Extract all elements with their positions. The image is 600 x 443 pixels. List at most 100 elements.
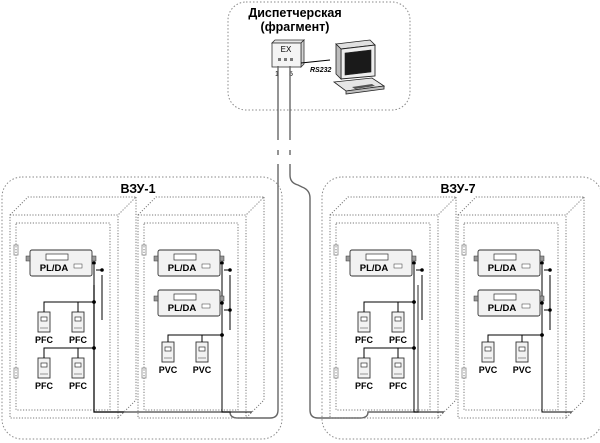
sensor-pvc: PVC xyxy=(479,341,498,375)
ex-converter: EX 1 5 xyxy=(271,39,305,78)
mount-tab xyxy=(411,255,417,262)
controller-label: PL/DA xyxy=(488,303,517,314)
computer-workstation xyxy=(332,39,386,95)
door-hinge xyxy=(461,367,467,379)
trunk-cable-5-lower xyxy=(289,164,419,419)
sensor-body xyxy=(195,341,209,363)
cabinet-outline xyxy=(457,196,586,419)
cabinet-door xyxy=(335,222,431,411)
trunk-cable-1-lower xyxy=(93,164,279,419)
sensor-pvc: PVC xyxy=(159,341,178,375)
controller-display xyxy=(173,293,197,301)
door-hinge xyxy=(141,367,147,379)
cabinet-bus-exit xyxy=(541,405,572,413)
group-frame xyxy=(1,176,283,440)
sensor-body xyxy=(391,311,405,333)
sensor-display xyxy=(74,362,82,368)
sensor-pfc: PFC xyxy=(355,311,374,345)
sensor-pfc: PFC xyxy=(35,357,54,391)
sensor-body xyxy=(481,341,495,363)
cabinet-2: PL/DA PL/DA PVC PVC xyxy=(137,196,266,419)
door-hinge xyxy=(333,244,339,256)
controller-display xyxy=(493,293,517,301)
sensor-link xyxy=(521,334,542,342)
controller-pl-da: PL/DA xyxy=(153,289,225,317)
cabinet-outline xyxy=(9,196,138,419)
controller-pl-da: PL/DA xyxy=(345,249,417,277)
sensor-label: PFC xyxy=(355,335,374,345)
mount-tab xyxy=(219,255,225,262)
sensor-body xyxy=(71,357,85,379)
sensor-pfc: PFC xyxy=(389,311,408,345)
controller-port xyxy=(521,263,531,269)
controller-display xyxy=(493,253,517,261)
sensor-pfc: PFC xyxy=(355,357,374,391)
mount-tab xyxy=(153,255,159,262)
controller-label: PL/DA xyxy=(360,263,389,274)
junction-dot xyxy=(92,300,96,304)
sensor-display xyxy=(394,362,402,368)
controller-port xyxy=(73,263,83,269)
sensor-label: PFC xyxy=(35,381,54,391)
sensor-link xyxy=(397,347,414,358)
sensor-body xyxy=(391,357,405,379)
junction-dot xyxy=(540,301,544,305)
mount-tab xyxy=(219,295,225,302)
trunk-cables xyxy=(93,66,419,419)
sensor-body xyxy=(161,341,175,363)
controller-pl-da: PL/DA xyxy=(473,289,545,317)
sensor-pvc: PVC xyxy=(513,341,532,375)
door-hinge xyxy=(461,244,467,256)
sensor-display xyxy=(360,362,368,368)
junction-dot xyxy=(540,261,544,265)
sensor-pvc: PVC xyxy=(193,341,212,375)
sensor-body xyxy=(37,357,51,379)
controller-display xyxy=(365,253,389,261)
controller-port xyxy=(393,263,403,269)
controller-display xyxy=(173,253,197,261)
dispatch-frame xyxy=(227,1,411,111)
door-hinge xyxy=(13,244,19,256)
controller-pl-da: PL/DA xyxy=(473,249,545,277)
sensor-body xyxy=(37,311,51,333)
controller-port xyxy=(201,303,211,309)
group-title: ВЗУ-7 xyxy=(440,182,475,196)
sensor-body xyxy=(71,311,85,333)
mount-tab xyxy=(345,255,351,262)
junction-dot xyxy=(412,261,416,265)
sensor-display xyxy=(484,346,492,352)
sensor-display xyxy=(74,316,82,322)
sensor-display xyxy=(394,316,402,322)
junction-dot xyxy=(100,268,104,272)
junction-dot xyxy=(92,346,96,350)
junction-dot xyxy=(228,308,232,312)
ex-label: EX xyxy=(281,45,292,54)
controller-display xyxy=(45,253,69,261)
junction-dot xyxy=(220,261,224,265)
sensor-label: PVC xyxy=(513,365,532,375)
junction-dot xyxy=(220,333,224,337)
sensor-label: PFC xyxy=(69,381,88,391)
door-hinge xyxy=(333,367,339,379)
dispatch-title-line1: Диспетчерская xyxy=(248,6,341,20)
mount-tab xyxy=(539,255,545,262)
door-hinge xyxy=(141,244,147,256)
controller-pl-da: PL/DA xyxy=(153,249,225,277)
sensor-display xyxy=(40,316,48,322)
controller-port xyxy=(201,263,211,269)
sensor-pfc: PFC xyxy=(389,357,408,391)
mount-tab xyxy=(153,295,159,302)
sensor-link xyxy=(77,301,94,312)
junction-dot xyxy=(220,301,224,305)
sensor-link xyxy=(201,334,222,342)
cabinet-bus-exit xyxy=(93,405,124,413)
dispatch-title-line2: (фрагмент) xyxy=(261,20,330,34)
port-5-label: 5 xyxy=(289,71,293,78)
sensor-link xyxy=(363,301,414,312)
junction-dot xyxy=(412,346,416,350)
junction-dot xyxy=(420,268,424,272)
sensor-label: PVC xyxy=(159,365,178,375)
